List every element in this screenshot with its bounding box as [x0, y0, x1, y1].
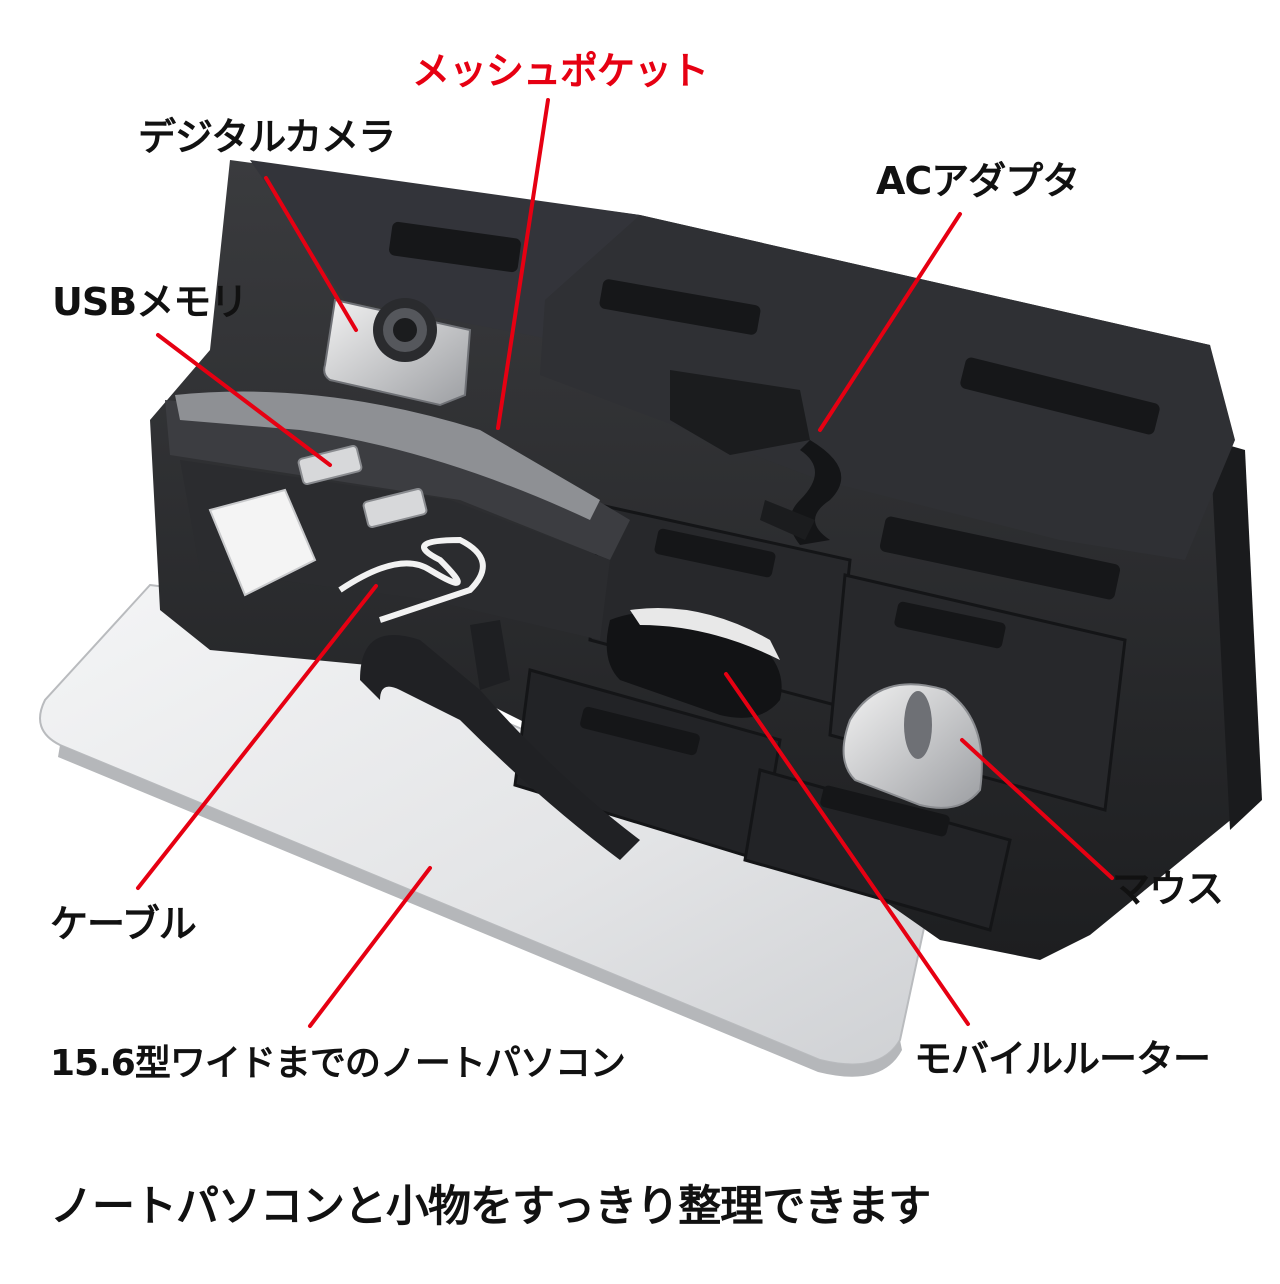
usb-cable: [338, 536, 486, 623]
label-cable: ケーブル: [50, 902, 197, 946]
label-mesh-pocket: メッシュポケット: [412, 49, 709, 93]
ac-adapter: [670, 370, 842, 545]
label-laptop: 15.6型ワイドまでのノートパソコン: [50, 1043, 626, 1084]
label-mouse: マウス: [1112, 867, 1224, 911]
usb-charger: [208, 488, 317, 597]
label-ac-adapter: ACアダプタ: [876, 159, 1080, 203]
label-digital-camera: デジタルカメラ: [138, 115, 396, 159]
label-mobile-router: モバイルルーター: [914, 1037, 1211, 1081]
laptop: [39, 583, 932, 1077]
callout-lines: [136, 98, 1114, 1028]
label-usb-memory: USBメモリ: [52, 280, 248, 324]
caption: ノートパソコンと小物をすっきり整理できます: [50, 1182, 931, 1232]
digital-camera: [323, 298, 472, 407]
mouse: [842, 683, 983, 809]
